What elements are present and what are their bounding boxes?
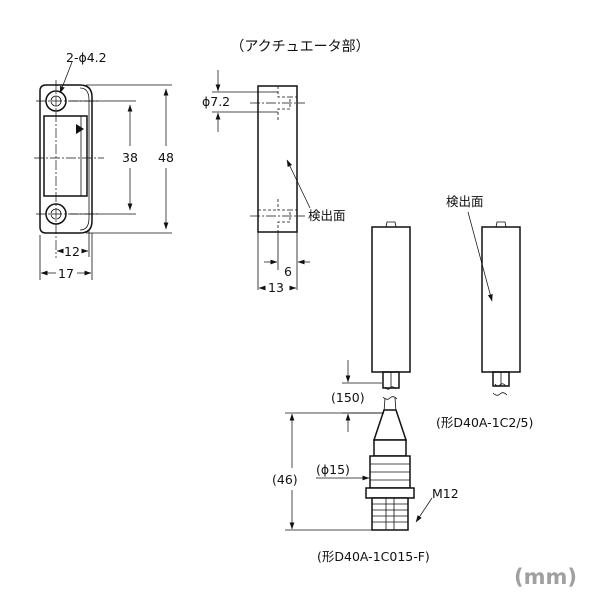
side-width-outer-dimension: 13 bbox=[268, 280, 284, 295]
width-outer-dimension: 17 bbox=[58, 266, 74, 281]
actuator-title: （アクチュエータ部） bbox=[230, 39, 369, 55]
height-inner-dimension: 38 bbox=[122, 150, 138, 165]
connector-body bbox=[365, 409, 415, 531]
connector-diameter-dimension: (ϕ15) bbox=[316, 462, 350, 477]
cable-length-dimension: (150) bbox=[331, 390, 365, 405]
height-outer-dimension: 48 bbox=[158, 150, 174, 165]
side-width-inner-dimension: 6 bbox=[284, 264, 292, 279]
sensor-cable-body bbox=[481, 221, 521, 387]
detect-face-label-1: 検出面 bbox=[308, 208, 346, 223]
unit-label: (mm) bbox=[514, 565, 577, 589]
thread-dimension: M12 bbox=[432, 486, 459, 501]
actuator-mark-triangle bbox=[76, 124, 84, 134]
sensor-connector-body bbox=[371, 221, 411, 389]
width-inner-dimension: 12 bbox=[64, 244, 80, 259]
cable-break-1 bbox=[382, 386, 398, 413]
side-hole-dimension: ϕ7.2 bbox=[202, 94, 230, 109]
actuator-front-view bbox=[34, 80, 104, 258]
actuator-side-view bbox=[250, 85, 305, 233]
detect-face-label-2: 検出面 bbox=[446, 194, 484, 209]
cable-break-2 bbox=[492, 383, 508, 396]
hole-dimension: 2-ϕ4.2 bbox=[66, 50, 107, 65]
model-connector-label: (形D40A-1C015-F) bbox=[317, 549, 430, 564]
connector-length-dimension: (46) bbox=[272, 472, 298, 487]
model-cable-label: (形D40A-1C2/5) bbox=[436, 415, 533, 430]
